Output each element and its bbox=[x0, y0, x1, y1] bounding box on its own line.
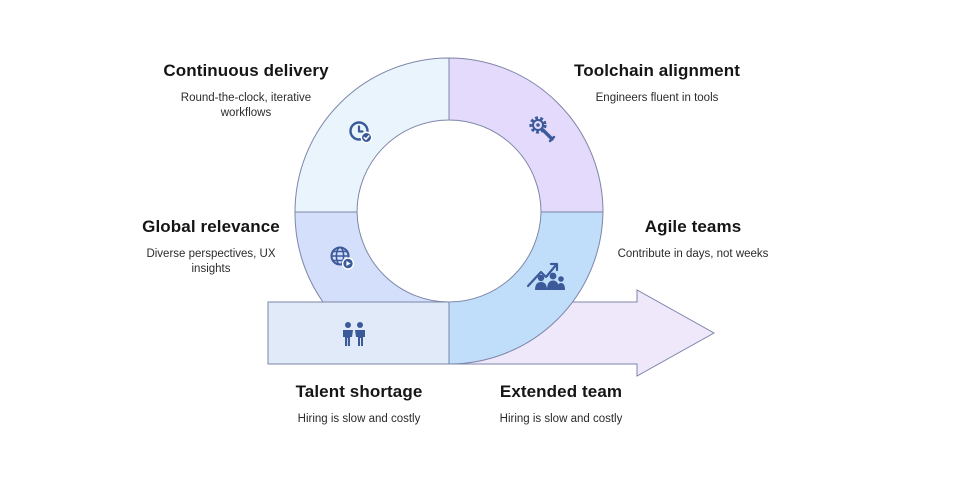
extended-team-desc: Hiring is slow and costly bbox=[499, 413, 623, 425]
agile-teams-title: Agile teams bbox=[644, 217, 742, 236]
globe-play-icon bbox=[330, 246, 355, 270]
continuous-delivery-label: Continuous delivery Round-the-clock, ite… bbox=[146, 61, 346, 121]
global-relevance-segment bbox=[294, 211, 450, 303]
agile-teams-segment bbox=[448, 211, 604, 365]
extended-team-title: Extended team bbox=[499, 382, 623, 401]
continuous-delivery-segment bbox=[294, 57, 450, 213]
toolchain-alignment-segment bbox=[448, 57, 604, 213]
global-relevance-label: Global relevance Diverse perspectives, U… bbox=[131, 217, 291, 277]
toolchain-alignment-label: Toolchain alignment Engineers fluent in … bbox=[547, 61, 767, 106]
toolchain-alignment-title: Toolchain alignment bbox=[574, 61, 740, 80]
talent-shortage-title: Talent shortage bbox=[295, 382, 423, 401]
continuous-delivery-desc: Round-the-clock, iterative workflows bbox=[180, 92, 312, 119]
global-relevance-title: Global relevance bbox=[142, 217, 280, 236]
agile-teams-label: Agile teams Contribute in days, not week… bbox=[603, 217, 783, 262]
clock-check-icon bbox=[349, 121, 373, 144]
talent-shortage-desc: Hiring is slow and costly bbox=[297, 413, 421, 425]
team-growth-icon bbox=[526, 262, 565, 290]
toolchain-alignment-desc: Engineers fluent in tools bbox=[595, 92, 719, 104]
agile-teams-desc: Contribute in days, not weeks bbox=[617, 248, 769, 260]
extended-team-label: Extended team Hiring is slow and costly bbox=[481, 382, 641, 427]
global-relevance-desc: Diverse perspectives, UX insights bbox=[146, 248, 276, 275]
gear-wrench-icon bbox=[529, 116, 556, 143]
talent-shortage-label: Talent shortage Hiring is slow and costl… bbox=[279, 382, 439, 427]
continuous-delivery-title: Continuous delivery bbox=[163, 61, 329, 80]
two-people-icon bbox=[343, 322, 365, 346]
